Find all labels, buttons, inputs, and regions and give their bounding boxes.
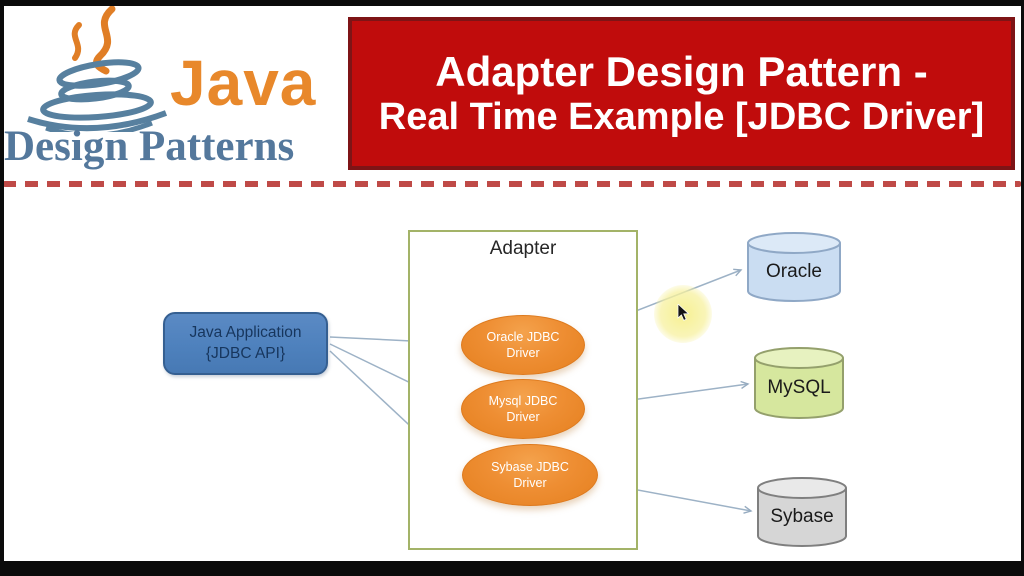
java-application-label-line1: Java Application xyxy=(189,323,302,341)
banner-title-line1: Adapter Design Pattern - xyxy=(435,48,928,95)
title-banner: Adapter Design Pattern - Real Time Examp… xyxy=(348,17,1015,170)
frame-bottom-bar xyxy=(0,561,1024,576)
driver-oracle-label-line2: Driver xyxy=(506,346,540,360)
driver-sybase-label-line1: Sybase JDBC xyxy=(491,459,569,474)
database-cylinder-oracle: Oracle xyxy=(746,231,842,303)
java-application-box: Java Application {JDBC API} xyxy=(163,312,328,375)
cursor-icon xyxy=(677,304,690,321)
database-label-mysql: MySQL xyxy=(767,377,831,398)
adapter-label: Adapter xyxy=(489,238,557,259)
driver-oracle-label-line1: Oracle JDBC xyxy=(486,329,560,344)
logo-title: Java xyxy=(170,47,317,119)
banner-title-line2: Real Time Example [JDBC Driver] xyxy=(378,96,985,138)
steam-icon xyxy=(71,6,116,75)
cylinder-icon xyxy=(747,232,841,302)
coffee-cup-icon xyxy=(27,59,168,132)
database-cylinder-sybase: Sybase xyxy=(756,476,848,548)
java-logo xyxy=(27,6,168,132)
frame-right-bar xyxy=(1021,0,1024,576)
dashed-divider xyxy=(3,181,1021,187)
database-label-oracle: Oracle xyxy=(766,261,822,282)
frame-top-bar xyxy=(0,0,1024,6)
driver-mysql-label-line1: Mysql JDBC xyxy=(488,393,558,408)
java-application-label-line2: {JDBC API} xyxy=(205,344,286,362)
driver-sybase-label-line2: Driver xyxy=(513,476,547,490)
driver-ellipse-sybase: Sybase JDBC Driver xyxy=(462,444,598,506)
cylinder-icon xyxy=(757,477,847,547)
frame-left-bar xyxy=(0,0,4,576)
driver-mysql-label-line2: Driver xyxy=(506,410,540,424)
cylinder-icon xyxy=(754,347,844,419)
database-cylinder-mysql: MySQL xyxy=(753,346,845,420)
database-label-sybase: Sybase xyxy=(770,506,834,527)
logo-subtitle: Design Patterns xyxy=(4,123,295,170)
driver-ellipse-mysql: Mysql JDBC Driver xyxy=(461,379,585,439)
driver-ellipse-oracle: Oracle JDBC Driver xyxy=(461,315,585,375)
